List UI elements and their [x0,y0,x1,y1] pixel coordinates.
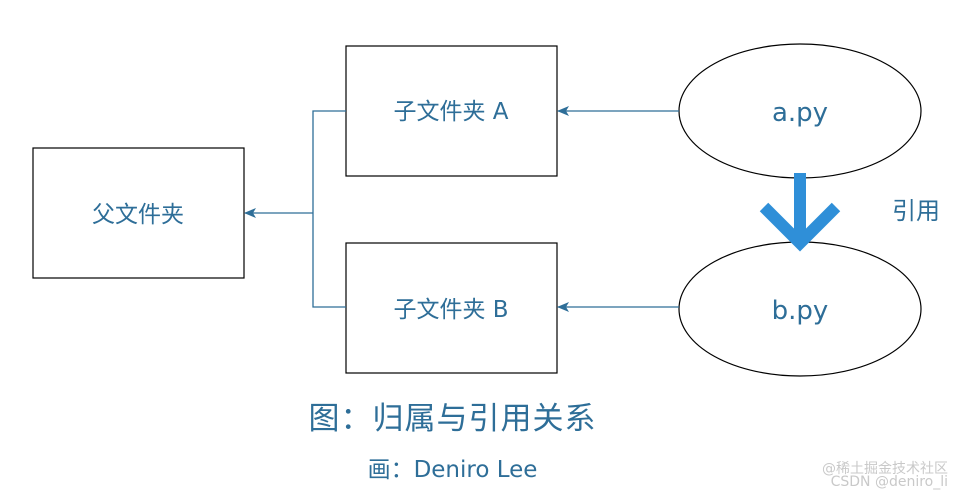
child-b-to-parent-connector [312,213,346,308]
parent-folder-label: 父文件夹 [92,202,184,228]
b-py-node: b.py [678,241,922,377]
a-py-label: a.py [772,98,828,128]
child-a-to-parent-connector [312,110,346,213]
watermark-csdn: CSDN @deniro_li [830,474,948,490]
a-py-node: a.py [678,43,922,179]
figure-author: 画：Deniro Lee [367,457,538,483]
watermark-juejin: @稀土掘金技术社区 [822,461,948,477]
b-py-label: b.py [772,296,829,326]
child-folder-b-label: 子文件夹 B [393,297,508,323]
reference-label: 引用 [892,197,940,225]
child-folder-b-node: 子文件夹 B [345,242,558,374]
figure-caption: 图：归属与引用关系 [308,401,597,437]
reference-arrow-icon [759,173,841,252]
child-folder-a-node: 子文件夹 A [345,45,558,177]
child-folder-a-label: 子文件夹 A [393,99,508,125]
parent-folder-node: 父文件夹 [32,147,245,279]
